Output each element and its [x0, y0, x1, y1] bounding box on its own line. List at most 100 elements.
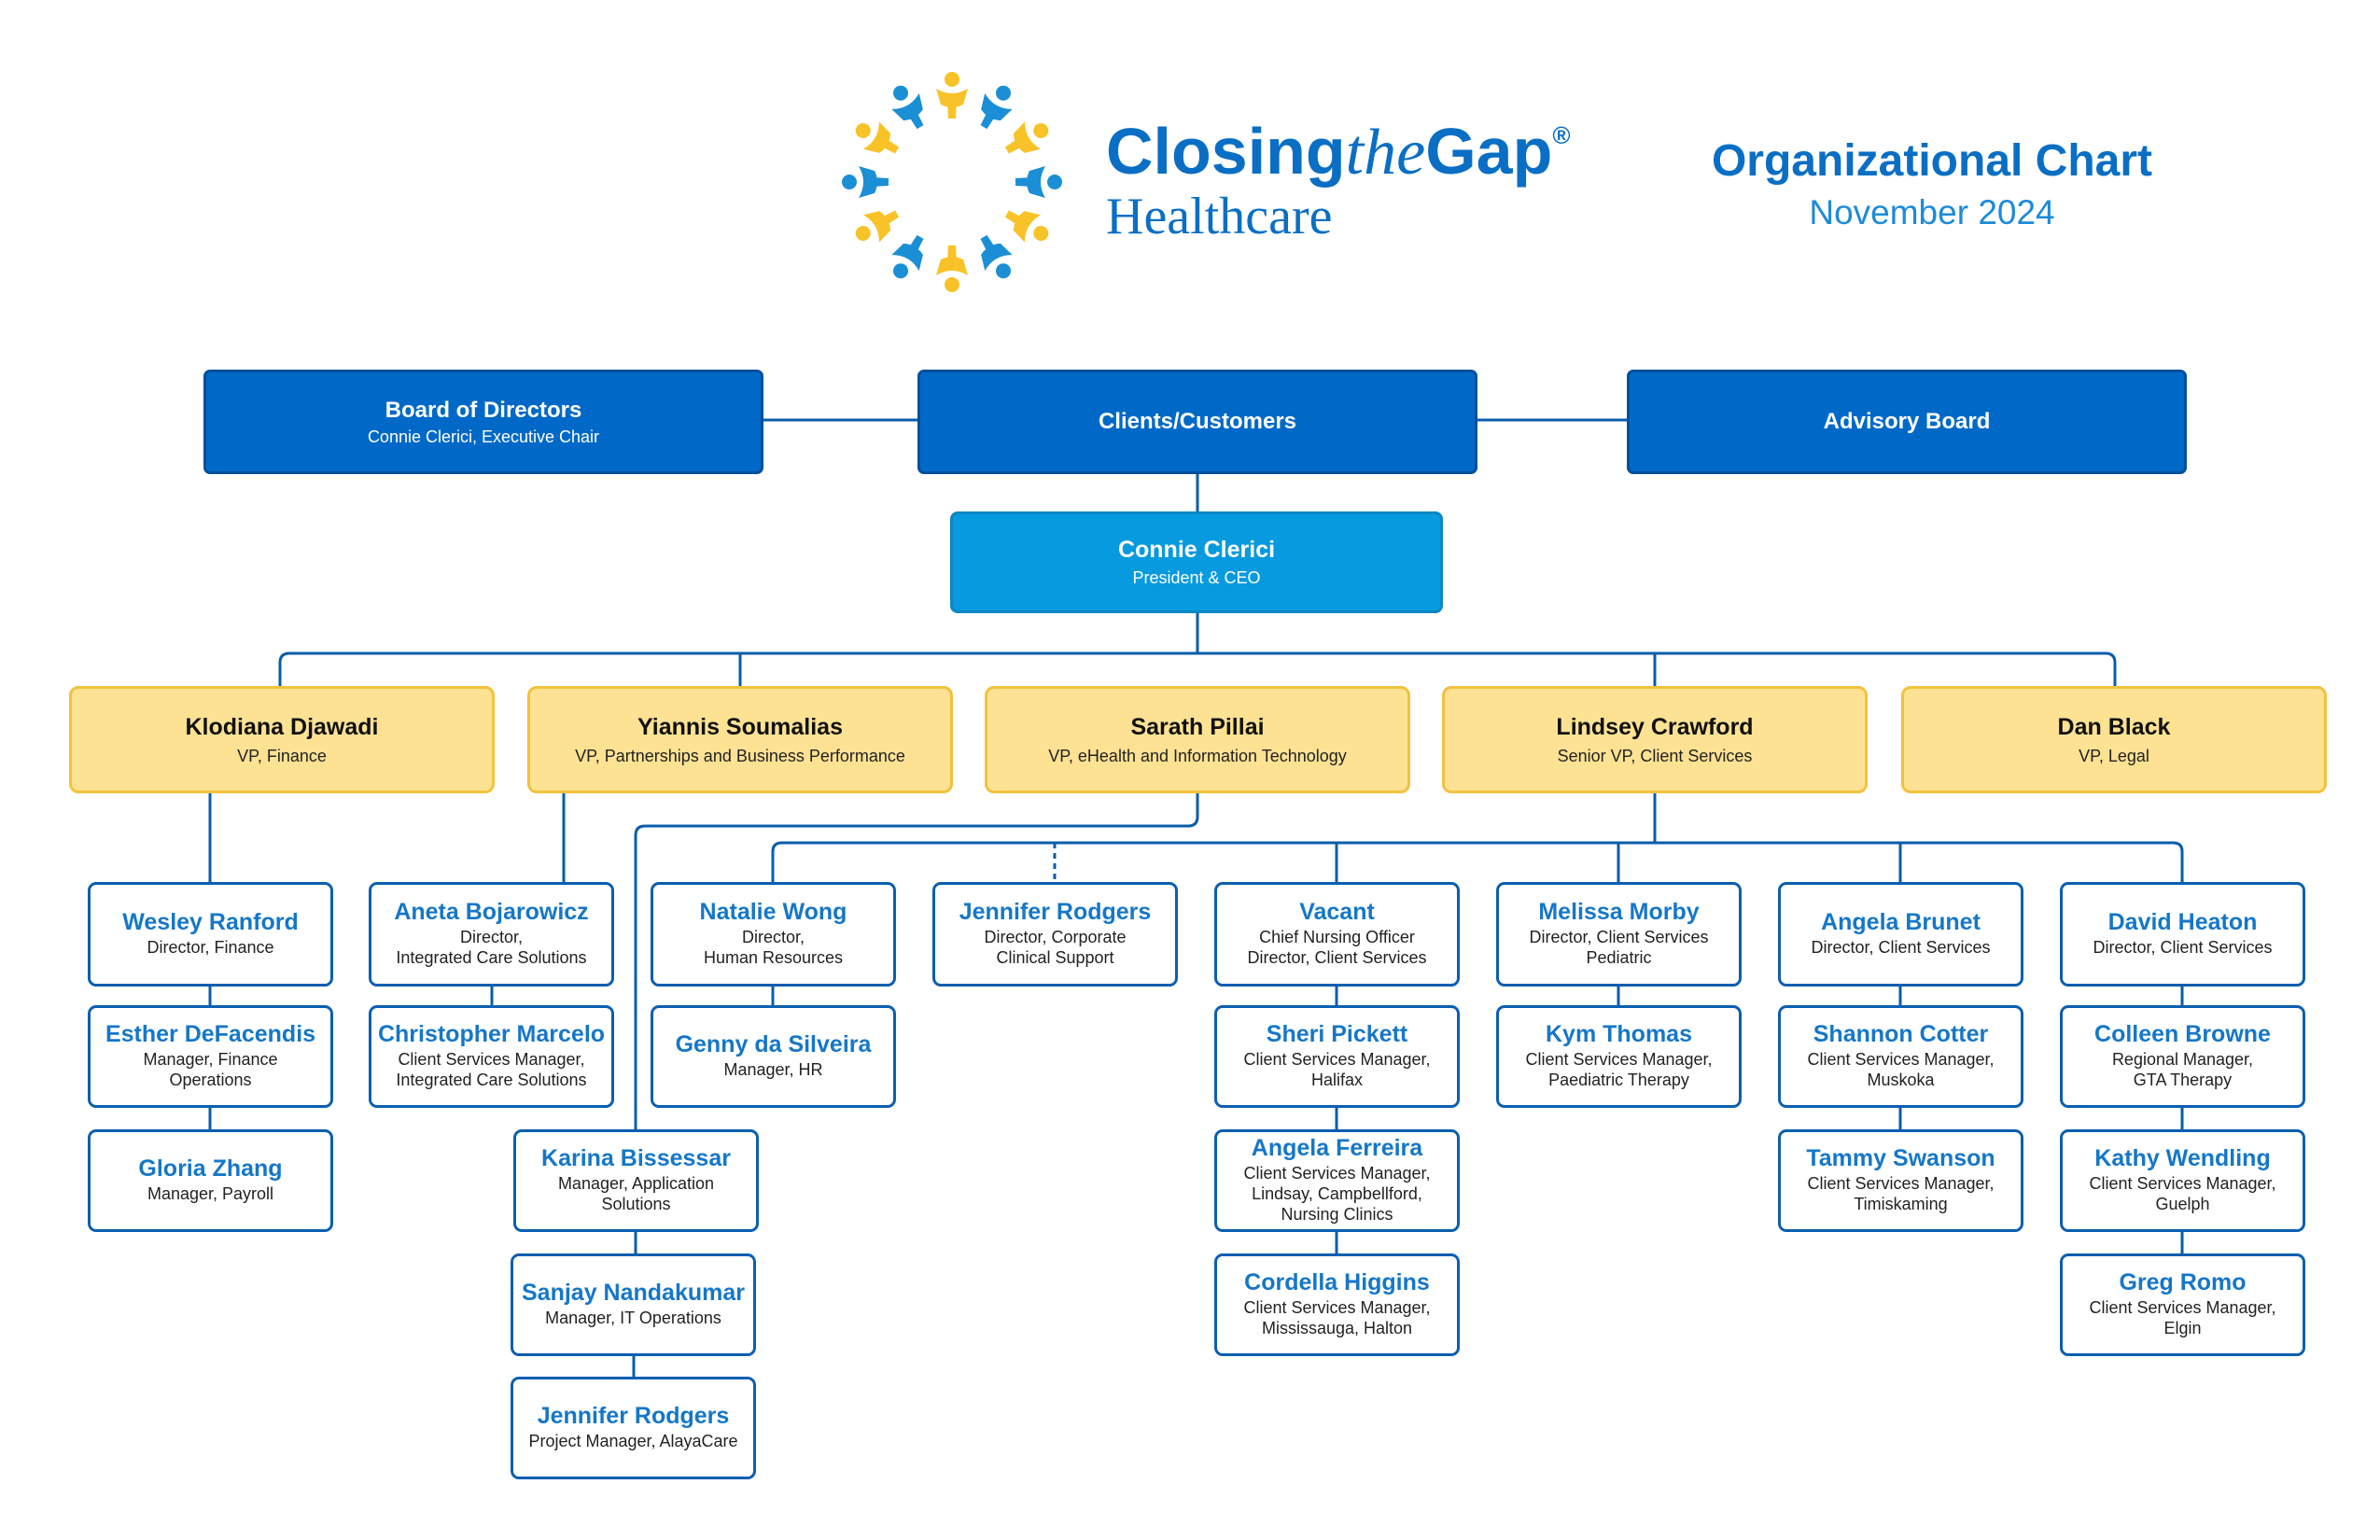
clients-customers-box: Clients/Customers — [917, 370, 1477, 474]
box-name: Melissa Morby — [1538, 898, 1700, 925]
person-box-kym-thomas: Kym Thomas Client Services Manager, Paed… — [1496, 1005, 1742, 1108]
box-role: President & CEO — [1132, 568, 1261, 587]
person-box-vacant: Vacant Chief Nursing Officer Director, C… — [1214, 882, 1460, 987]
person-box-tammy-swanson: Tammy Swanson Client Services Manager, T… — [1778, 1129, 2023, 1232]
box-role: VP, eHealth and Information Technology — [1048, 746, 1347, 765]
logo-person-figure — [936, 245, 968, 292]
box-name: Cordella Higgins — [1244, 1268, 1430, 1295]
person-box-colleen-browne: Colleen Browne Regional Manager, GTA The… — [2060, 1005, 2305, 1108]
person-box-sheri-pickett: Sheri Pickett Client Services Manager, H… — [1214, 1005, 1460, 1108]
logo-person-figure — [891, 85, 924, 130]
box-name: Esther DeFacendis — [105, 1020, 316, 1047]
chart-date: November 2024 — [1809, 193, 2055, 231]
ceo-box: Connie Clerici President & CEO — [950, 511, 1443, 613]
box-name: David Heaton — [2107, 908, 2258, 935]
box-name: Gloria Zhang — [138, 1155, 283, 1182]
chart-title: Organizational Chart — [1711, 136, 2153, 186]
box-name: Vacant — [1299, 898, 1375, 925]
person-box-angela-brunet: Angela Brunet Director, Client Services — [1778, 882, 2023, 987]
box-name: Greg Romo — [2119, 1268, 2247, 1295]
person-box-greg-romo: Greg Romo Client Services Manager, Elgin — [2060, 1253, 2305, 1356]
box-role: Director, Finance — [147, 938, 274, 958]
brand-subtitle: Healthcare — [1106, 188, 1333, 245]
box-name: Dan Black — [2057, 713, 2171, 740]
closing-the-gap-logo — [842, 72, 1062, 292]
person-box-jennifer-rodgers-director: Jennifer Rodgers Director, Corporate Cli… — [932, 882, 1178, 987]
person-box-esther-defacendis: Esther DeFacendis Manager, Finance Opera… — [88, 1005, 333, 1108]
person-box-shannon-cotter: Shannon Cotter Client Services Manager, … — [1778, 1005, 2023, 1108]
box-name: Wesley Ranford — [122, 908, 299, 935]
person-box-melissa-morby: Melissa Morby Director, Client Services … — [1496, 882, 1742, 987]
vp-client-services-box: Lindsey Crawford Senior VP, Client Servi… — [1442, 686, 1868, 793]
box-name: Aneta Bojarowicz — [394, 898, 589, 925]
person-box-gloria-zhang: Gloria Zhang Manager, Payroll — [88, 1129, 333, 1232]
box-name: Christopher Marcelo — [377, 1020, 606, 1047]
box-role: Manager, IT Operations — [545, 1309, 721, 1328]
box-role: Project Manager, AlayaCare — [528, 1432, 738, 1451]
box-role: VP, Finance — [237, 746, 327, 765]
box-name: Kym Thomas — [1546, 1020, 1692, 1047]
logo-person-figure — [1015, 166, 1062, 198]
box-role: Regional Manager, GTA Therapy — [2111, 1050, 2254, 1090]
box-role: Manager, HR — [723, 1060, 823, 1080]
logo-person-figure — [1004, 210, 1049, 243]
box-role: Director, Integrated Care Solutions — [396, 928, 587, 968]
box-name: Jennifer Rodgers — [537, 1402, 730, 1429]
vp-partnerships-box: Yiannis Soumalias VP, Partnerships and B… — [527, 686, 953, 793]
box-name: Natalie Wong — [699, 898, 847, 925]
box-name: Lindsey Crawford — [1556, 713, 1754, 740]
person-box-david-heaton: David Heaton Director, Client Services — [2060, 882, 2305, 987]
box-name: Colleen Browne — [2094, 1020, 2271, 1047]
box-name: Board of Directors — [385, 397, 582, 423]
box-role: Client Services Manager, Paediatric Ther… — [1525, 1050, 1713, 1090]
person-box-genny-da-silveira: Genny da Silveira Manager, HR — [651, 1005, 896, 1108]
box-role: VP, Legal — [2079, 746, 2149, 765]
logo-person-figure — [842, 166, 889, 198]
person-box-angela-ferreira: Angela Ferreira Client Services Manager,… — [1214, 1129, 1460, 1232]
person-box-wesley-ranford: Wesley Ranford Director, Finance — [88, 882, 333, 987]
logo-person-figure — [936, 72, 968, 119]
box-role: Client Services Manager, Integrated Care… — [396, 1050, 587, 1090]
vp-legal-box: Dan Black VP, Legal — [1901, 686, 2327, 793]
person-box-christopher-marcelo: Christopher Marcelo Client Services Mana… — [369, 1005, 614, 1108]
box-role: Connie Clerici, Executive Chair — [367, 427, 600, 446]
box-role: Manager, Finance Operations — [143, 1050, 278, 1090]
box-role: Client Services Manager, Mississauga, Ha… — [1243, 1298, 1431, 1338]
box-role: Senior VP, Client Services — [1557, 746, 1753, 765]
brand-name: ClosingtheGap® — [1106, 115, 1571, 189]
box-name: Sanjay Nandakumar — [522, 1279, 745, 1306]
box-role: Client Services Manager, Halifax — [1243, 1050, 1431, 1090]
box-role: Client Services Manager, Guelph — [2089, 1174, 2276, 1214]
box-name: Connie Clerici — [1117, 537, 1276, 563]
box-name: Shannon Cotter — [1813, 1020, 1989, 1047]
person-box-sanjay-nandakumar: Sanjay Nandakumar Manager, IT Operations — [511, 1253, 756, 1356]
box-role: Director, Client Services — [1811, 938, 1991, 958]
box-role: Client Services Manager, Elgin — [2089, 1298, 2276, 1338]
box-name: Sheri Pickett — [1266, 1020, 1408, 1047]
vp-ehealth-box: Sarath Pillai VP, eHealth and Informatio… — [985, 686, 1410, 793]
logo-person-figure — [980, 234, 1013, 279]
logo-person-figure — [855, 210, 900, 243]
box-role: Client Services Manager, Lindsay, Campbe… — [1243, 1164, 1431, 1225]
box-name: Angela Ferreira — [1251, 1134, 1423, 1161]
box-role: Client Services Manager, Muskoka — [1807, 1050, 1995, 1090]
person-box-aneta-bojarowicz: Aneta Bojarowicz Director, Integrated Ca… — [369, 882, 614, 987]
person-box-jennifer-rodgers-pm: Jennifer Rodgers Project Manager, AlayaC… — [511, 1377, 756, 1479]
box-role: Director, Client Services Pediatric — [1529, 928, 1709, 968]
box-name: Tammy Swanson — [1806, 1144, 1995, 1171]
vp-finance-box: Klodiana Djawadi VP, Finance — [69, 686, 495, 793]
logo-person-figure — [855, 121, 900, 154]
box-role: Director, Corporate Clinical Support — [984, 928, 1127, 968]
box-name: Klodiana Djawadi — [185, 713, 379, 740]
person-box-kathy-wendling: Kathy Wendling Client Services Manager, … — [2060, 1129, 2305, 1232]
logo-person-figure — [1004, 121, 1049, 154]
board-of-directors-box: Board of Directors Connie Clerici, Execu… — [203, 370, 763, 474]
box-name: Genny da Silveira — [675, 1030, 872, 1057]
advisory-board-box: Advisory Board — [1627, 370, 2187, 474]
box-role: Director, Human Resources — [703, 928, 844, 968]
box-name: Jennifer Rodgers — [959, 898, 1152, 925]
person-box-natalie-wong: Natalie Wong Director, Human Resources — [651, 882, 896, 987]
connector — [278, 651, 2117, 686]
box-role: Manager, Application Solutions — [557, 1174, 715, 1214]
logo-person-figure — [891, 234, 924, 279]
